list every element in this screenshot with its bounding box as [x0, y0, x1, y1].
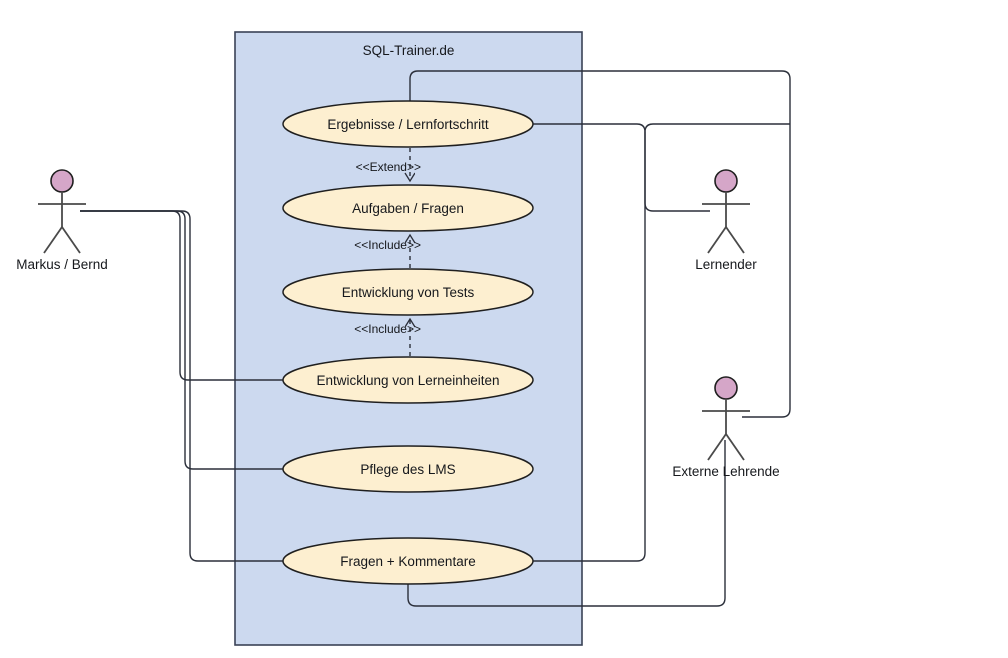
actor-head-icon — [714, 376, 738, 400]
actor-head-icon — [50, 169, 74, 193]
connector-markus-fragen — [80, 210, 285, 562]
actor-body-icon — [702, 192, 750, 254]
connector-externe-ergebnisse — [409, 70, 791, 418]
connector-externe-fragen — [407, 440, 726, 607]
use-case-lerneinheiten[interactable] — [282, 356, 534, 404]
actor-body-icon — [38, 192, 86, 254]
use-case-ergebnisse[interactable] — [282, 100, 534, 148]
actor-body-icon — [702, 399, 750, 461]
use-case-shapes — [282, 100, 534, 585]
use-case-fragen-kommentare[interactable] — [282, 537, 534, 585]
actor-lernender[interactable] — [702, 169, 750, 254]
use-case-aufgaben[interactable] — [282, 184, 534, 232]
actor-markus-bernd[interactable] — [38, 169, 86, 254]
connector-lernender-fragen — [533, 123, 790, 562]
actor-externe-lehrende[interactable] — [702, 376, 750, 461]
use-case-tests[interactable] — [282, 268, 534, 316]
actor-head-icon — [714, 169, 738, 193]
use-case-lms[interactable] — [282, 445, 534, 493]
association-connectors — [80, 70, 791, 607]
